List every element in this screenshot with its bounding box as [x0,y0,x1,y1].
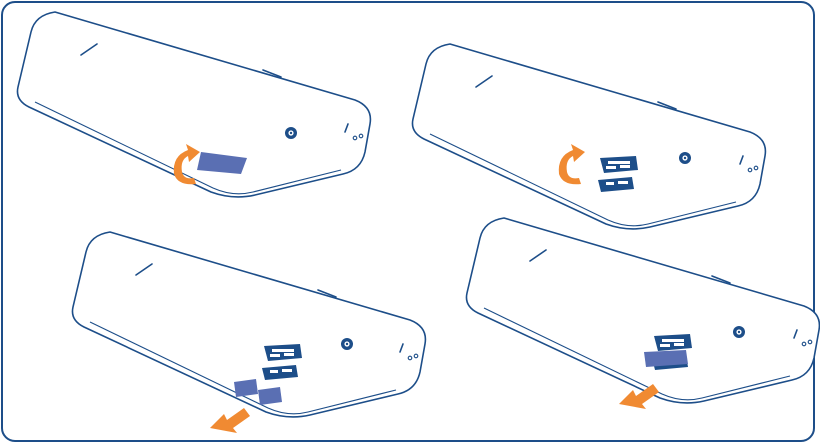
panel-1 [16,11,372,198]
insert-arrow-icon [210,408,250,433]
camera-lens-icon [679,152,691,164]
memory-card-icon [258,387,282,405]
panel-4 [465,217,820,409]
panel-3 [71,231,427,433]
back-cover-flap [197,152,247,174]
slot-cover [644,350,688,367]
tablet-outline [465,217,820,404]
sim-card-icon [234,379,258,397]
camera-lens-icon [285,127,297,139]
tablet-outline [16,11,372,198]
panel-2 [411,43,767,230]
camera-lens-icon [733,326,745,338]
tablet-outline [411,43,767,230]
camera-lens-icon [341,338,353,350]
